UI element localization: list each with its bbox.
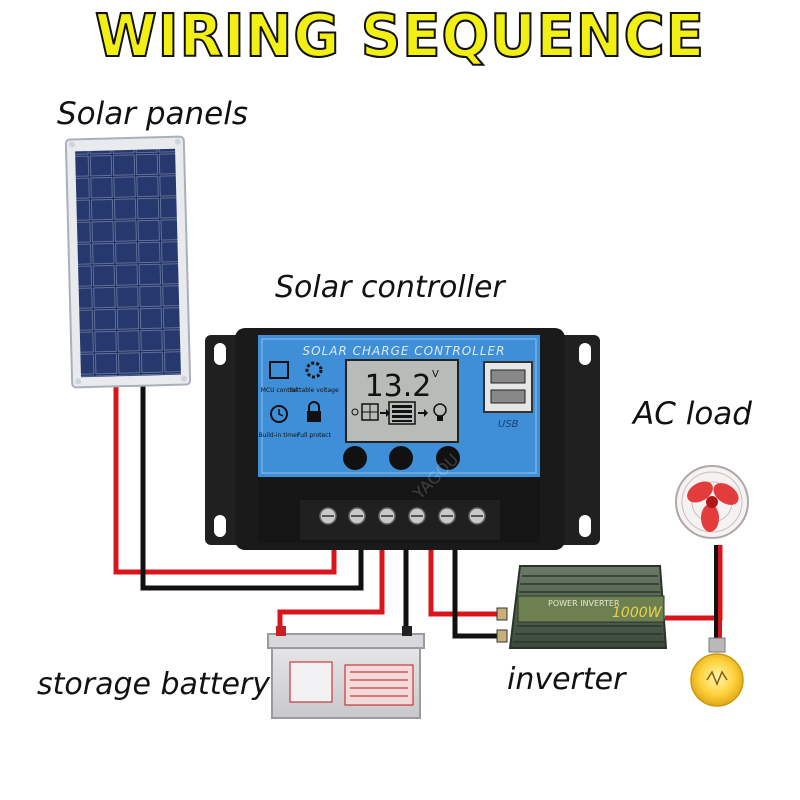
wire-panel-positive (113, 385, 337, 575)
up-button[interactable] (389, 446, 413, 470)
power-inverter: POWER INVERTER 1000W (496, 565, 668, 649)
down-button[interactable] (436, 446, 460, 470)
terminal-block (319, 507, 486, 525)
page-title: WIRING SEQUENCE (94, 1, 706, 71)
wire-inverter-negative (452, 545, 500, 639)
label-ac-load: AC load (633, 396, 752, 432)
storage-battery (267, 626, 425, 719)
wire-inverter-positive (428, 545, 500, 617)
lcd-display (345, 359, 459, 443)
label-storage-battery: storage battery (37, 667, 270, 702)
wire-ac-load (665, 545, 723, 621)
bulb-load-icon (433, 403, 447, 421)
sun-panel-icon (351, 403, 379, 421)
light-bulb-icon (690, 637, 744, 707)
set-button[interactable] (343, 446, 367, 470)
clock-icon (270, 405, 288, 423)
mcu-icon (269, 361, 289, 379)
controller-header: SOLAR CHARGE CONTROLLER (303, 344, 506, 358)
lock-icon (307, 411, 321, 422)
feature-label-protect: Full protect (297, 432, 331, 439)
feature-label-timer: Build-in timer (259, 432, 300, 439)
feature-label-mcu: MCU control (261, 387, 298, 394)
solar-charge-controller: SOLAR CHARGE CONTROLLER MCU control Sett… (205, 328, 600, 550)
wires (113, 385, 723, 640)
label-solar-controller: Solar controller (275, 270, 505, 305)
display-value: 13.2 (365, 369, 432, 404)
battery-level-icon (388, 401, 416, 425)
feature-label-voltage: Settable voltage (289, 387, 339, 394)
display-unit: V (432, 369, 439, 380)
fan-icon (675, 465, 749, 539)
wire-panel-negative (140, 385, 364, 591)
label-solar-panels: Solar panels (57, 96, 249, 132)
solar-panel (64, 135, 192, 389)
inverter-rating: 1000W (612, 605, 663, 621)
gear-icon (305, 361, 323, 379)
usb-label: USB (498, 419, 519, 430)
inverter-brand: POWER INVERTER (548, 599, 620, 608)
label-inverter: inverter (507, 662, 626, 697)
